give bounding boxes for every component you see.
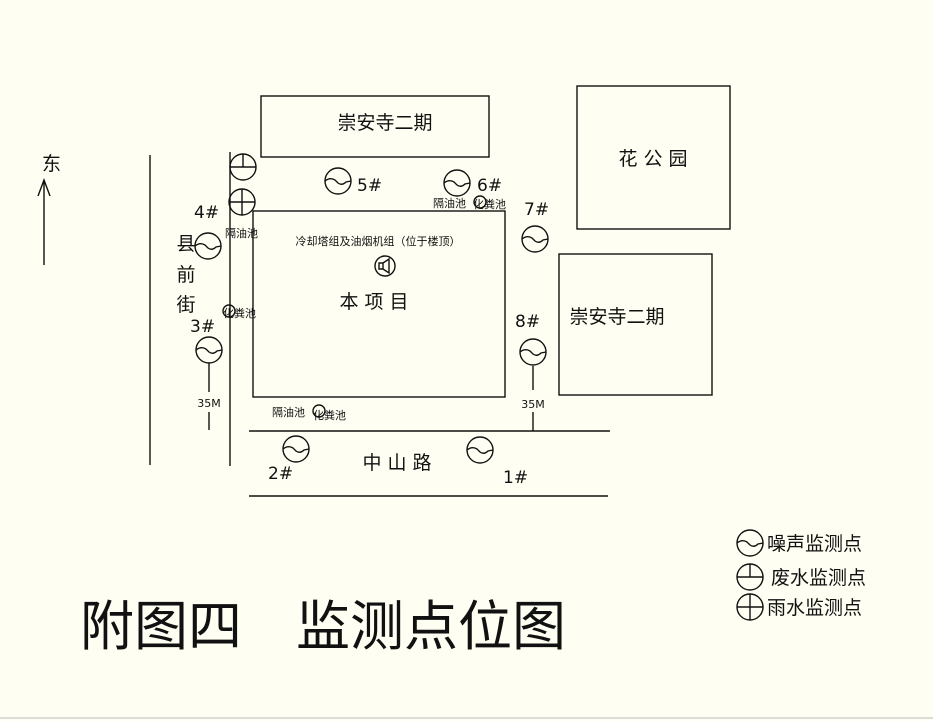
legend: 噪声监测点 废水监测点 雨水监测点 <box>736 529 866 621</box>
grease-trap-north: 隔油池 <box>433 196 466 210</box>
distance-east: 35M <box>521 398 545 411</box>
septic-tank-south: 化粪池 <box>313 408 346 422</box>
noise-point-5-icon <box>324 167 352 195</box>
grease-trap-south: 隔油池 <box>272 405 305 419</box>
septic-tank-icon <box>473 195 487 209</box>
point-3-label: 3# <box>190 317 215 337</box>
distance-lines <box>208 363 534 431</box>
point-7-label: 7# <box>524 200 549 220</box>
distance-west: 35M <box>197 397 221 410</box>
noise-point-1-icon <box>466 436 494 464</box>
east-arrow-icon <box>37 178 51 265</box>
noise-point-2-icon <box>282 435 310 463</box>
septic-tank-north: 化粪池 <box>473 197 506 211</box>
noise-point-7-icon <box>521 225 549 253</box>
legend-noise: 噪声监测点 <box>767 533 862 555</box>
point-6-label: 6# <box>477 176 502 196</box>
rainwater-legend-icon <box>736 593 764 621</box>
road-lines <box>149 152 610 497</box>
noise-legend-icon <box>736 529 764 557</box>
park <box>576 85 731 230</box>
project-label: 本 项 目 <box>339 291 408 313</box>
building-top <box>260 95 490 158</box>
grease-trap-west: 隔油池 <box>225 226 258 240</box>
legend-rainwater: 雨水监测点 <box>767 597 862 619</box>
noise-point-8-icon <box>519 338 547 366</box>
speaker-icon <box>374 255 396 277</box>
point-1-label: 1# <box>503 468 528 488</box>
project-site <box>252 210 506 398</box>
road-south-label: 中 山 路 <box>362 452 431 474</box>
septic-tank-west: 化粪池 <box>223 306 256 320</box>
noise-point-3-icon <box>195 336 223 364</box>
septic-tank-icon <box>312 404 326 418</box>
building-right-label: 崇安寺二期 <box>569 306 664 328</box>
figure-title: 附图四 监测点位图 <box>80 595 566 658</box>
point-4-label: 4# <box>194 203 219 223</box>
point-2-label: 2# <box>268 464 293 484</box>
road-west-1: 县 <box>176 233 195 255</box>
road-west-2: 前 <box>176 264 195 286</box>
equipment-label: 冷却塔组及油烟机组（位于楼顶） <box>296 234 461 248</box>
road-west-3: 街 <box>176 294 195 316</box>
noise-point-4-icon <box>194 232 222 260</box>
wastewater-point-icon <box>229 153 257 181</box>
rainwater-point-icon <box>228 188 256 216</box>
park-label: 花 公 园 <box>618 148 687 170</box>
legend-wastewater: 废水监测点 <box>771 567 866 589</box>
noise-point-6-icon <box>443 169 471 197</box>
wastewater-legend-icon <box>736 563 764 591</box>
building-right <box>558 253 713 396</box>
building-top-label: 崇安寺二期 <box>337 112 432 134</box>
point-8-label: 8# <box>515 312 540 332</box>
direction-label: 东 <box>42 153 61 175</box>
septic-tank-icon <box>222 304 236 318</box>
point-5-label: 5# <box>357 176 382 196</box>
